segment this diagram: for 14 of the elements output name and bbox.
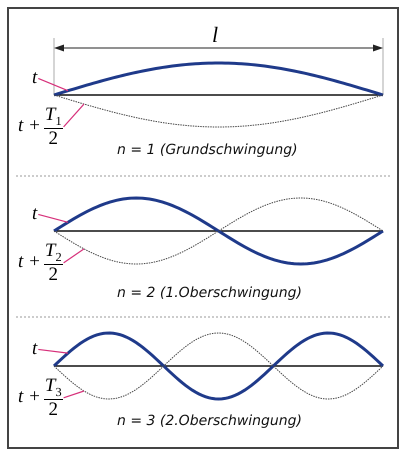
time-label: t [32,204,38,223]
leader-line [63,104,84,128]
leader-line [63,390,84,398]
leader-line [63,248,84,264]
wave-curve [54,62,384,96]
time-label: t [32,339,38,358]
length-label: l [212,22,218,48]
leader-line [38,78,68,92]
mode-caption: n = 2 (1.Oberschwingung) [117,285,302,301]
leader-line [38,214,68,223]
mode-caption: n = 1 (Grundschwingung) [117,142,298,158]
leader-line [38,348,68,354]
mode-caption: n = 3 (2.Oberschwingung) [117,413,302,429]
time-label: t [32,68,38,87]
